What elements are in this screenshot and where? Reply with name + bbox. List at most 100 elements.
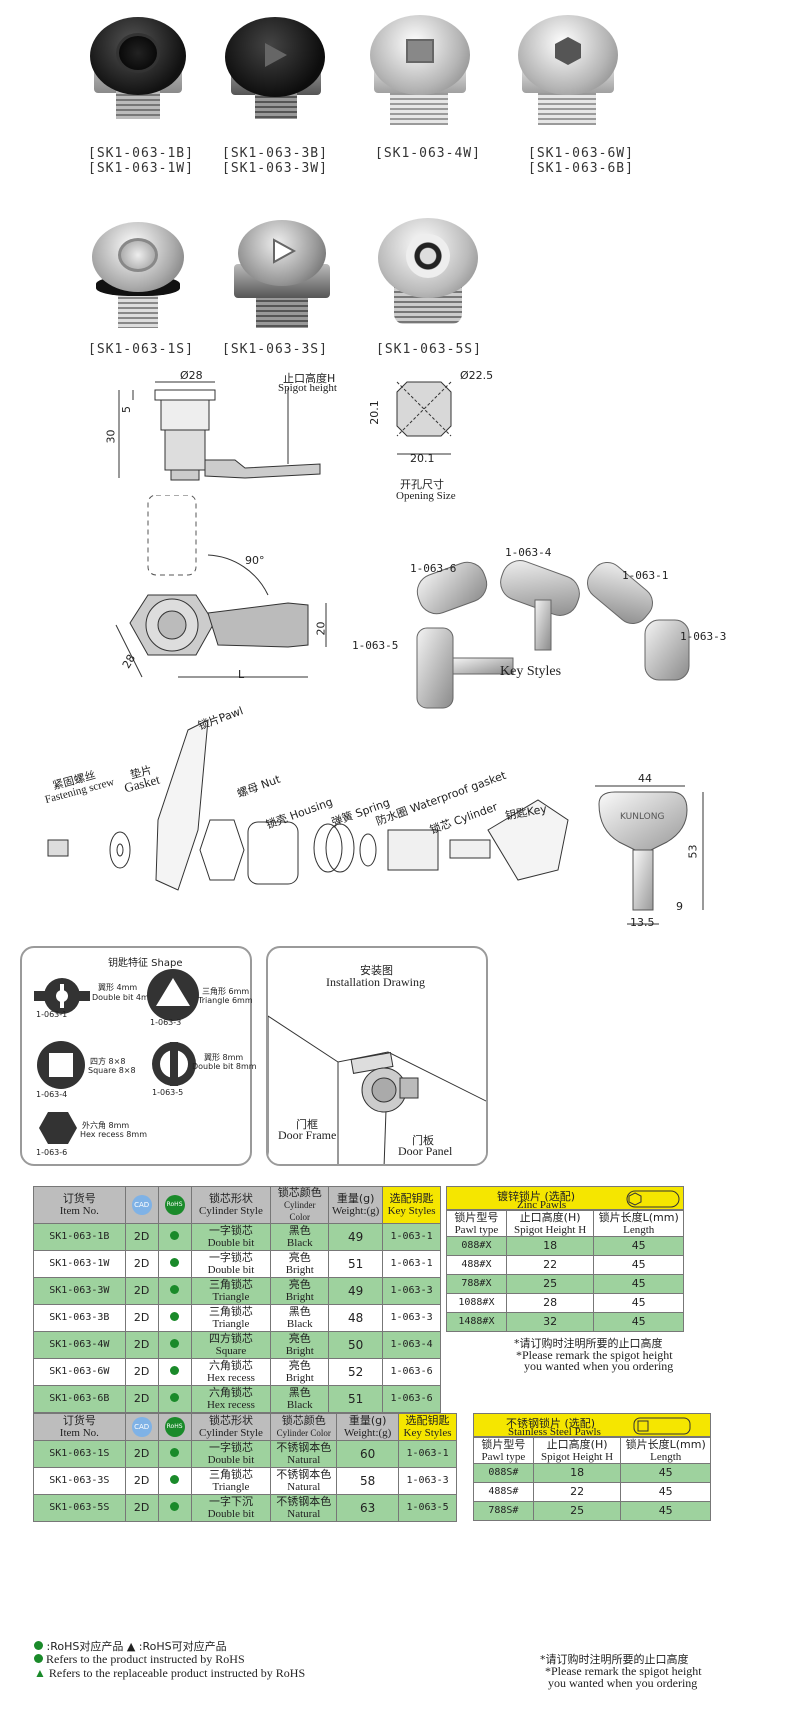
table-cell: 088#X [446,1236,507,1256]
dim-label: 20.1 [367,400,381,425]
table-cell: 58 [336,1467,400,1495]
shape-en: Triangle 6mm [198,996,253,1005]
table-cell: SK1-063-6W [33,1358,126,1386]
table-cell: 088S# [473,1463,534,1483]
shape-panel: 钥匙特征 Shape 翼形 4mm Double bit 4mm 1-063-1… [20,946,257,1166]
rohs-cell [157,1440,192,1468]
order-note-en: you wanted when you ordering [524,1359,674,1373]
table-cell: 45 [593,1236,684,1256]
opening-size-en: Opening Size [396,490,456,502]
table-cell: 2D [124,1358,159,1386]
product-photo [225,15,325,120]
table-cell: 2D [124,1277,159,1305]
rohs-dot-icon [34,1654,43,1663]
table-cell: SK1-063-1W [33,1250,126,1278]
rohs-cell [157,1358,192,1386]
table-cell: SK1-063-1S [33,1440,126,1468]
installation-drawing [268,1015,486,1164]
item-code: [SK1-063-3W] [222,161,328,176]
table-cell: 60 [336,1440,400,1468]
table-cell: 28 [505,1293,595,1313]
rohs-cell [157,1467,192,1495]
rohs-dot-icon [170,1448,180,1457]
table-cell: SK1-063-3B [33,1304,126,1332]
legend-line: :RoHS对应产品 ▲ :RoHS可对应产品 [34,1638,227,1654]
table-cell: 32 [505,1312,595,1332]
rohs-cell [157,1385,192,1413]
table-cell: 1088#X [446,1293,507,1313]
table-cell: 1-063-3 [398,1467,457,1495]
shape-code: 1-063-5 [152,1088,184,1097]
table-cell: 45 [593,1255,684,1275]
rohs-dot-icon [170,1475,180,1484]
table-cell: 45 [620,1463,711,1483]
rohs-cell [157,1223,192,1251]
shape-code: 1-063-4 [36,1090,68,1099]
table-cell: 45 [593,1274,684,1294]
rohs-cell [157,1277,192,1305]
rohs-dot-icon [170,1258,180,1267]
table-cell: 51 [328,1385,384,1413]
table-cell: 2D [124,1304,159,1332]
table-cell: 1-063-3 [382,1277,441,1305]
exploded-view [47,719,569,891]
shape-en: Double bit 8mm [192,1062,257,1071]
rohs-dot-icon [34,1641,43,1650]
table-cell: 2D [124,1467,159,1495]
table-cell: 1-063-6 [382,1385,441,1413]
item-code: [SK1-063-3B] [222,146,328,161]
door-frame-en: Door Frame [278,1128,337,1142]
triangle-icon: ▲ [34,1666,46,1680]
table-cell: 1-063-4 [382,1331,441,1359]
item-code: [SK1-063-1B] [88,146,194,161]
item-code: [SK1-063-1W] [88,161,194,176]
cad-icon: CAD [124,1186,159,1224]
table-cell: 25 [532,1501,622,1521]
table-cell: 2D [124,1331,159,1359]
table-cell: 22 [505,1255,595,1275]
key-code: 1-063-4 [505,546,552,559]
brand-mark: KUNLONG [620,812,665,822]
table-cell: 25 [505,1274,595,1294]
triangle-icon [265,43,287,67]
rohs-dot-icon [170,1366,180,1375]
rohs-cell [157,1331,192,1359]
product-photo [90,15,186,120]
triangle-icon [147,969,199,1021]
table-cell: 45 [593,1293,684,1313]
table-cell: SK1-063-6B [33,1385,126,1413]
install-title-cn: 安装图 [360,964,393,977]
hex-recess-icon [555,37,581,65]
dim-label: Ø22.5 [460,369,494,382]
key-code: 1-063-6 [410,562,457,575]
ss-title-en: Stainless Steel Pawls [508,1426,601,1438]
table-cell: 2D [124,1440,159,1468]
table-cell: 45 [593,1312,684,1332]
table-cell: 51 [328,1250,384,1278]
table-cell: 1-063-1 [382,1223,441,1251]
table-cell: 488#X [446,1255,507,1275]
